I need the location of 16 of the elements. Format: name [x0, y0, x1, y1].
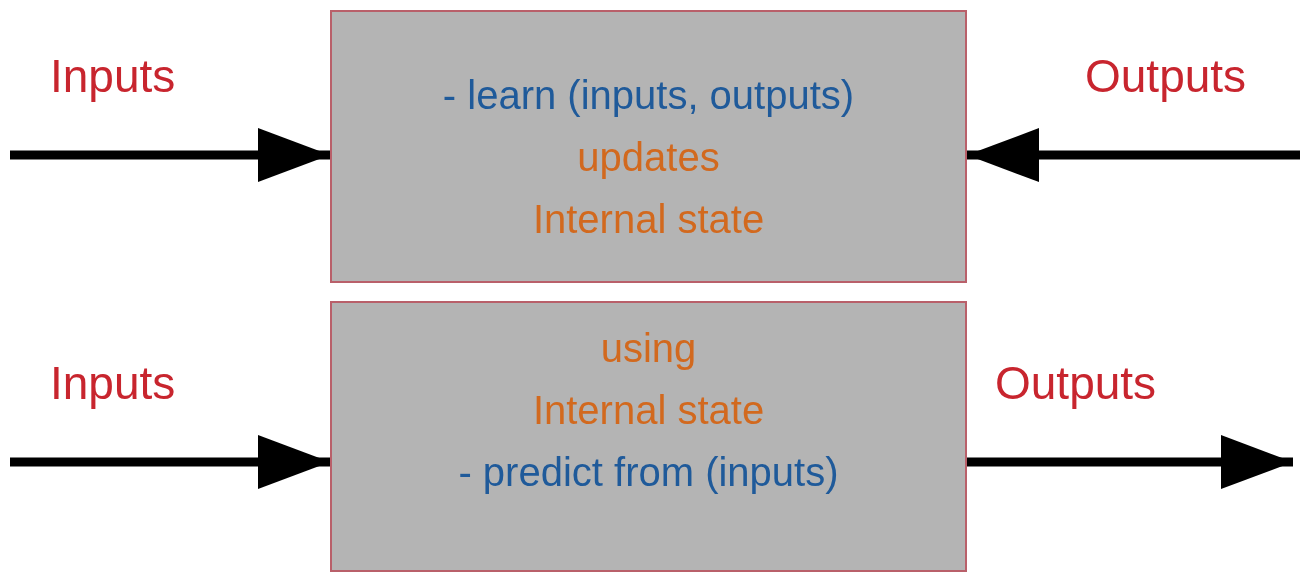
box-text: updates: [577, 134, 720, 181]
box-text: Internal state: [532, 196, 765, 243]
arrow: [10, 435, 330, 489]
arrow: [967, 128, 1300, 182]
process-box: [330, 10, 967, 283]
box-text: - predict from (inputs): [458, 449, 839, 496]
process-box: [330, 301, 967, 572]
edge-label: Outputs: [995, 356, 1157, 411]
edge-label: Outputs: [1085, 49, 1247, 104]
edge-label: Inputs: [50, 49, 176, 104]
box-text: - learn (inputs, outputs): [442, 72, 855, 119]
box-text: using: [600, 325, 697, 372]
edge-label: Inputs: [50, 356, 176, 411]
arrow: [967, 435, 1293, 489]
arrow: [10, 128, 330, 182]
box-text: Internal state: [532, 387, 765, 434]
